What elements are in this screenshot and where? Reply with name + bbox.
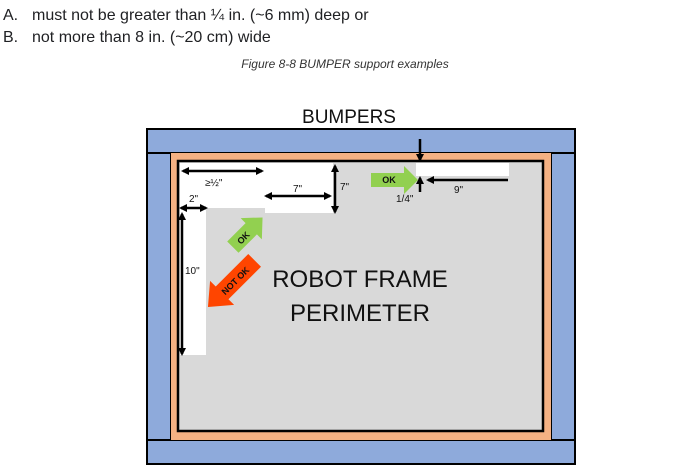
- dim-seven-v-label: 7": [340, 182, 350, 193]
- rule-b-text: not more than 8 in. (~20 cm) wide: [32, 29, 271, 46]
- cutout-square: [265, 163, 333, 213]
- rule-a: A. must not be greater than ¼ in. (~6 mm)…: [0, 7, 369, 25]
- ok-top-arrow: OK: [371, 166, 418, 194]
- rule-a-letter: A.: [3, 7, 19, 24]
- bumper-left: [146, 152, 172, 441]
- ok-diagonal-arrow: OK: [227, 217, 263, 253]
- cutout-left-strip: [180, 163, 206, 355]
- bumper-right: [550, 152, 576, 441]
- frame-label-line2: PERIMETER: [290, 300, 430, 327]
- bumper-bottom: [146, 439, 576, 465]
- dim-two-label: 2": [189, 194, 199, 205]
- dim-half-label: ≥½": [205, 178, 223, 189]
- bumper-top: [146, 128, 576, 154]
- bumpers-title: BUMPERS: [302, 107, 396, 128]
- ok-top-label: OK: [382, 175, 396, 185]
- dim-nine-label: 9": [454, 185, 464, 196]
- rule-b-letter: B.: [3, 29, 19, 46]
- cutout-thin: [416, 163, 509, 176]
- dim-quarter-label: 1/4": [396, 194, 414, 205]
- dim-seven-h-label: 7": [293, 184, 303, 195]
- rule-b: B. not more than 8 in. (~20 cm) wide: [0, 29, 271, 47]
- dim-ten-label: 10": [185, 266, 200, 277]
- figure-caption: Figure 8-8 BUMPER support examples: [241, 57, 449, 71]
- frame-label-line1: ROBOT FRAME: [272, 266, 448, 293]
- rule-a-text: must not be greater than ¼ in. (~6 mm) d…: [32, 7, 369, 24]
